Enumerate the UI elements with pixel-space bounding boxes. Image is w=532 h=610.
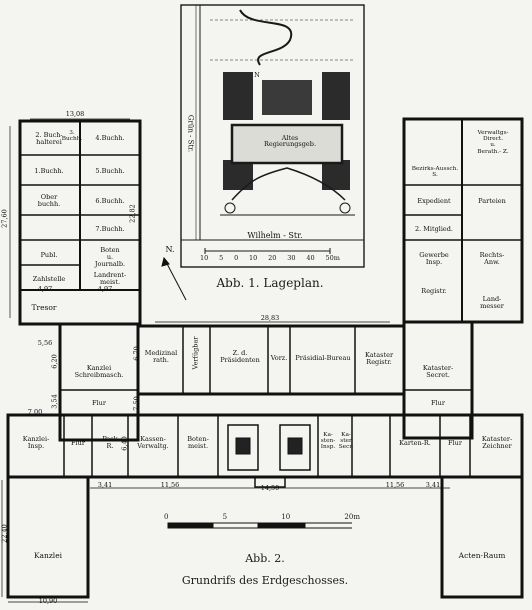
room-label: Kataster Registr. (364, 351, 394, 366)
room-label: Publ. (40, 251, 58, 259)
room-label: Rechts- Anw. (479, 251, 505, 266)
dimension-label: 3,41 (97, 481, 113, 489)
room-label: Kanzlei- Insp. (22, 435, 50, 450)
room-label: Zahlstelle (32, 275, 66, 283)
room-label: Pask R. (102, 435, 118, 450)
room-label: Ka- sten- Insp. (320, 432, 336, 451)
room-label: Land- messer (480, 295, 504, 310)
lageplan-scale-ticks: 10 5 0 10 20 30 40 50m (200, 254, 340, 262)
room-label: Acten-Raum (458, 551, 506, 560)
room-label: 5.Buchh. (95, 167, 125, 175)
lageplan-street-west: Grün - Str. (186, 114, 195, 153)
dimension-label: 7,00 (27, 408, 43, 416)
room-label: 7.Buchh. (95, 225, 125, 233)
dimension-label: 11,56 (385, 481, 405, 489)
plan-tick: 10 (281, 513, 291, 521)
room-label: Gewerbe Insp. (419, 251, 449, 266)
room-label: Kanzlei Schreibmasch. (74, 364, 124, 379)
dimension-label: 22,40 (0, 524, 9, 543)
room-label: Kassen- Verwaltg. (137, 435, 169, 450)
room-label: Verwaltgs- Direct. u. Berath.- Z. (477, 130, 509, 155)
room-label: 3. Buchh. (61, 130, 83, 143)
room-label: Flur (448, 439, 462, 447)
lageplan-caption: Abb. 1. Lageplan. (216, 276, 324, 290)
lageplan-tick: 50m (325, 254, 340, 262)
room-label: Medizinal rath. (144, 349, 178, 364)
room-label: Z. d. Präsidenten (220, 349, 260, 364)
lageplan-tick: 10 (249, 254, 258, 262)
room-label: Expedient (417, 197, 451, 205)
lageplan-tick: 40 (306, 254, 315, 262)
dimension-label: 22,82 (128, 204, 137, 223)
dimension-label: 4,97 (97, 285, 113, 293)
room-label: Verfügbar (191, 336, 200, 370)
room-label: Kataster- Secret. (422, 364, 454, 379)
plan-north: N. (165, 245, 175, 254)
room-label: 2. Mitglied. (414, 225, 453, 233)
room-label: Registr. (421, 287, 447, 295)
room-label: Flur (71, 439, 85, 447)
dimension-label: 3,54 (50, 394, 59, 409)
lageplan-north: N (254, 71, 260, 79)
room-label: Präsidial-Bureau (295, 354, 351, 362)
room-label: 6.Buchh. (95, 197, 125, 205)
dimension-label: 5,56 (37, 339, 53, 347)
dimension-label: 13,08 (65, 110, 85, 118)
room-label: 2. Buch- halterei (35, 131, 63, 146)
lageplan-building-label: Altes Regierungsgeb. (263, 134, 317, 149)
room-label: Landrent- meist. (93, 271, 127, 286)
room-label: Parteien (478, 197, 506, 205)
dimension-label: 6,70 (132, 346, 141, 361)
dimension-label: 6,40 (120, 436, 129, 451)
room-label: Boten u. Journalb. (94, 246, 126, 268)
room-label: Kanzlei (33, 551, 63, 560)
room-label: Kataster- Zeichner (481, 435, 513, 450)
dimension-label: 3,41 (425, 481, 441, 489)
room-label: Bezirks-Aussch. S. (411, 166, 459, 179)
dimension-label: 27,60 (0, 209, 9, 228)
plan-scale-ticks: 0 5 10 20m (164, 513, 360, 521)
dimension-label: 28,83 (260, 314, 280, 322)
plan-caption: Abb. 2. (245, 552, 285, 565)
room-label: Ober buchh. (37, 193, 61, 208)
room-label: 4.Buchh. (95, 134, 125, 142)
room-label: Boten- meist. (187, 435, 209, 450)
lageplan-tick: 5 (219, 254, 224, 262)
plan-title: Grundrifs des Erdgeschosses. (181, 574, 349, 587)
site-plan (180, 4, 365, 268)
room-label: Vorz. (270, 354, 288, 362)
plan-tick: 0 (164, 513, 169, 521)
ground-plan (1, 117, 524, 603)
lageplan-tick: 10 (200, 254, 209, 262)
room-label: Flur (92, 399, 106, 407)
lageplan-tick: 20 (268, 254, 277, 262)
dimension-label: 7,50 (132, 396, 141, 411)
dimension-label: 6,20 (50, 354, 59, 369)
room-label: Ka- ster Secr. (338, 432, 354, 451)
plan-tick: 5 (222, 513, 228, 521)
lageplan-street-south: Wilhelm - Str. (247, 231, 303, 240)
lageplan-tick: 0 (234, 254, 239, 262)
room-label: Karten-R. (399, 439, 431, 447)
dimension-label: 10,90 (38, 597, 58, 605)
lageplan-tick: 30 (287, 254, 296, 262)
room-label: Tresor (31, 303, 57, 312)
dimension-label: 11,56 (160, 481, 180, 489)
room-label: Flur (431, 399, 445, 407)
dimension-label: 14,50 (260, 484, 280, 492)
plan-tick: 20m (344, 513, 360, 521)
dimension-label: 4,97 (37, 285, 53, 293)
room-label: 1.Buchh. (34, 167, 64, 175)
